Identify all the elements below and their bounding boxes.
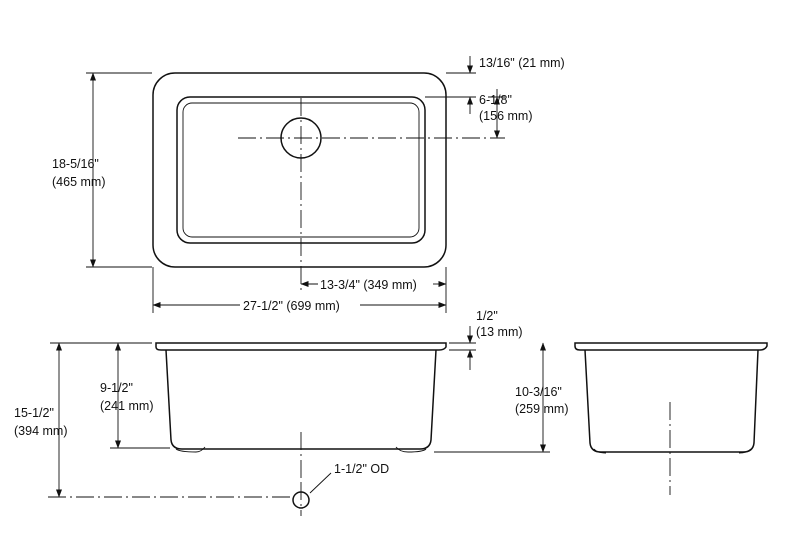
overall-depth-metric-label: (465 mm) [52,175,105,189]
side-bowl-depth-metric-label: (259 mm) [515,402,568,416]
total-height-metric-label: (394 mm) [14,424,67,438]
drain-offset-back-metric-label: (156 mm) [479,109,532,123]
dimension-side-bowl-depth: 10-3/16" (259 mm) [434,342,568,453]
overall-depth-label: 18-5/16" [52,157,99,171]
front-bowl-feet [175,446,427,453]
bowl-depth-label: 9-1/2" [100,381,133,395]
total-height-label: 15-1/2" [14,406,54,420]
top-view [152,72,505,292]
rim-thickness-label: 1/2" [476,309,498,323]
dimension-bowl-depth: 9-1/2" (241 mm) [100,342,170,449]
drain-outlet-label: 1-1/2" OD [334,462,389,476]
side-bowl-depth-label: 10-3/16" [515,385,562,399]
dimension-overall-length: 27-1/2" (699 mm) [152,267,447,313]
side-view [574,342,768,495]
bowl-depth-metric-label: (241 mm) [100,399,153,413]
dimension-drain-offset-back: 6-1/8" (156 mm) [479,89,532,139]
side-bowl-feet [593,448,752,454]
flange-width-label: 13/16" (21 mm) [479,56,565,70]
side-rim [574,342,768,351]
sink-outer-rim [152,72,447,268]
dimension-total-height: 15-1/2" (394 mm) [14,342,292,498]
front-view [155,342,447,516]
rim-thickness-metric-label: (13 mm) [476,325,523,339]
dimension-overall-depth: 18-5/16" (465 mm) [52,72,152,268]
front-rim [155,342,447,351]
dimension-flange-width: 13/16" (21 mm) [425,56,565,114]
callout-drain-outlet: 1-1/2" OD [309,462,389,494]
overall-length-label: 27-1/2" (699 mm) [243,299,340,313]
drain-offset-side-label: 13-3/4" (349 mm) [320,278,417,292]
drain-offset-back-label: 6-1/8" [479,93,512,107]
dimension-rim-thickness: 1/2" (13 mm) [449,309,523,370]
side-bowl-body [584,349,759,453]
